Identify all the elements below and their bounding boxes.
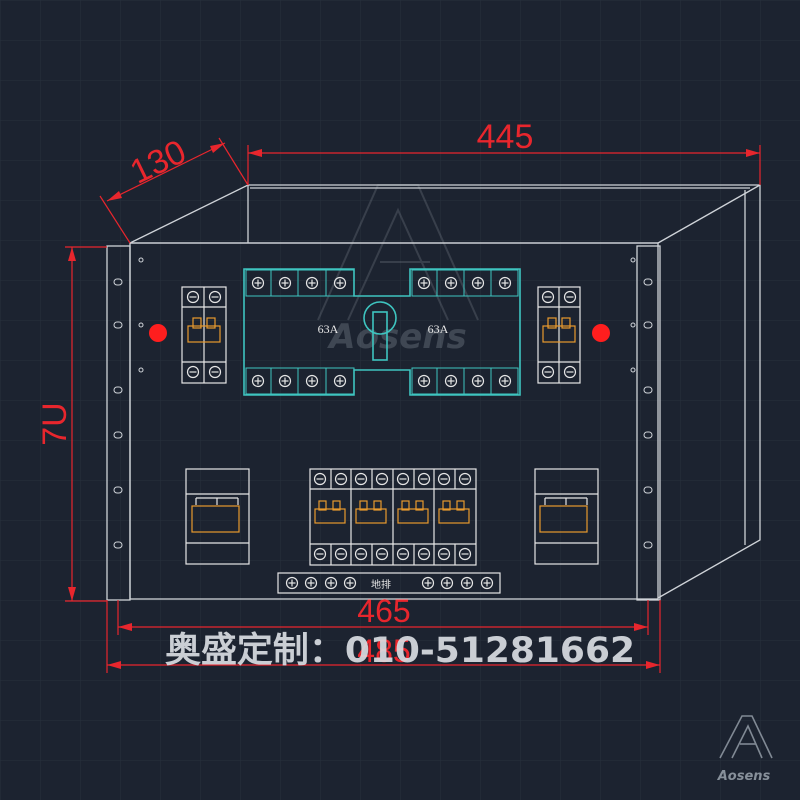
small-breaker-left bbox=[181, 286, 227, 384]
switch-rating-left: 63A bbox=[318, 322, 339, 336]
dimension-width-panel: 465 bbox=[357, 593, 410, 629]
branch-breakers bbox=[309, 468, 477, 566]
indicator-lamp-right bbox=[592, 324, 610, 342]
small-breaker-right bbox=[537, 286, 581, 384]
transfer-switch: 63A 63A bbox=[243, 268, 521, 396]
watermark-brand: Aosens bbox=[326, 317, 466, 357]
surge-protector-left bbox=[185, 468, 250, 565]
surge-protector-right bbox=[534, 468, 599, 565]
watermark-contact: 奥盛定制：010-51281662 bbox=[165, 631, 635, 671]
mounting-dots bbox=[138, 257, 636, 373]
corner-logo-icon bbox=[719, 715, 773, 759]
dimension-lines bbox=[65, 137, 761, 673]
switch-rating-right: 63A bbox=[428, 322, 449, 336]
ground-bar-label: 地排 bbox=[371, 578, 391, 591]
transfer-switch-handle bbox=[363, 301, 397, 361]
ground-bar: 地排 bbox=[277, 572, 501, 594]
corner-brand: Aosens bbox=[717, 769, 771, 784]
indicator-lamp-left bbox=[149, 324, 167, 342]
dimension-height: 7U bbox=[36, 402, 74, 445]
dimension-width-overall: 485 bbox=[357, 633, 410, 669]
dimension-width-inner: 445 bbox=[477, 118, 534, 156]
transfer-switch-terminals bbox=[245, 269, 519, 395]
